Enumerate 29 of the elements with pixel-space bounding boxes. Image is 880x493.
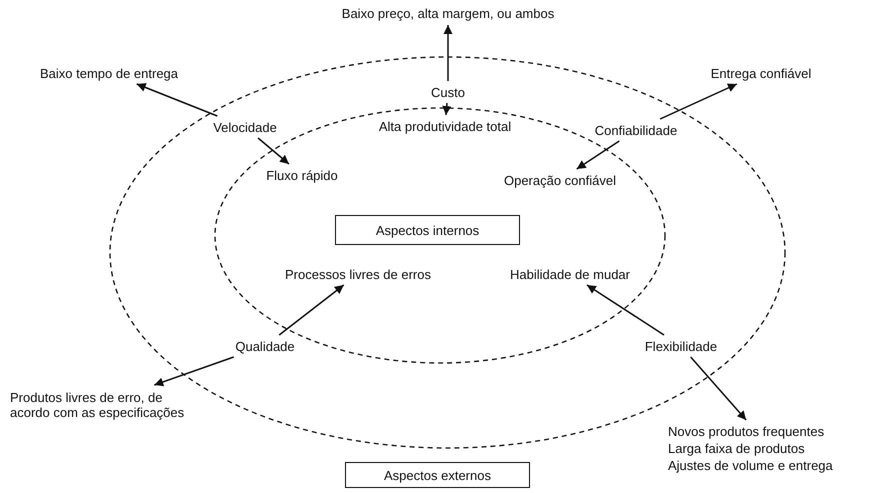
label-text: Habilidade de mudar	[500, 266, 640, 282]
label-text: Velocidade	[205, 119, 285, 135]
label-text: Baixo preço, alta margem, ou ambos	[300, 5, 596, 22]
arrow	[690, 356, 747, 420]
label-text: Confiabilidade	[590, 122, 682, 138]
arrow	[444, 25, 452, 81]
label-text: Operação confiável	[490, 172, 630, 188]
label-text: Flexibilidade	[640, 338, 722, 354]
label-box: Aspectos externos	[345, 462, 530, 488]
label-box: Aspectos internos	[335, 215, 520, 245]
list-item: Ajustes de volume e entrega	[668, 457, 834, 474]
label-text: Fluxo rápido	[262, 167, 342, 183]
arrow	[278, 284, 344, 336]
arrow	[136, 83, 218, 117]
arrow	[154, 356, 234, 386]
list-item: Novos produtos frequentes	[668, 423, 826, 440]
label-text: Produtos livres de erro, de acordo com as especificações	[10, 388, 185, 422]
label-text: Entrega confiável	[700, 65, 822, 81]
arrow	[660, 83, 738, 120]
arrow	[576, 140, 620, 170]
label-text: Custo	[420, 84, 476, 100]
label-text: Alta produtividade total	[370, 118, 520, 134]
label-text: Processos livres de erros	[283, 266, 433, 282]
label-text: Baixo tempo de entrega	[18, 65, 200, 81]
label-text: Qualidade	[232, 338, 298, 354]
arrow	[586, 284, 664, 336]
arrow	[258, 137, 290, 165]
arrow	[442, 102, 452, 116]
list-item: Larga faixa de produtos	[668, 440, 806, 457]
